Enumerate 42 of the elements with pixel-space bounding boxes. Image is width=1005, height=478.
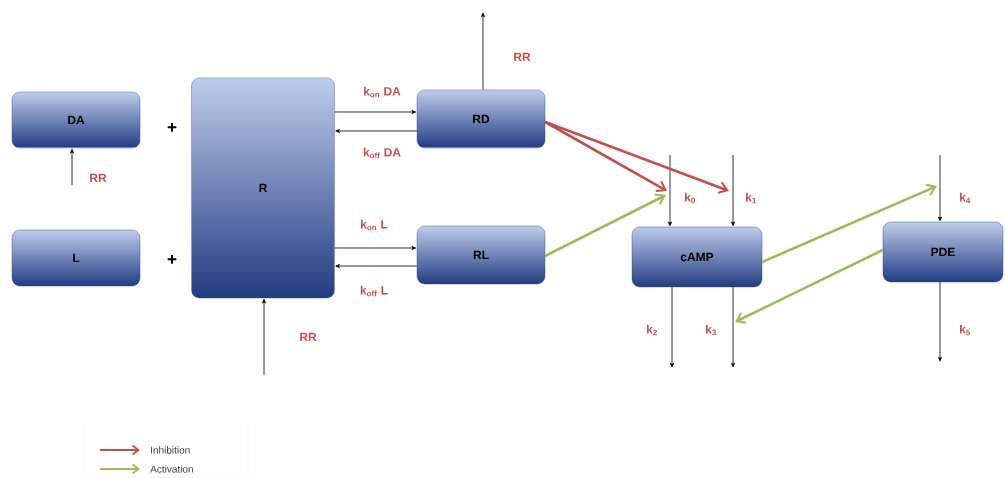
arrow <box>70 148 74 186</box>
arrow <box>938 281 942 362</box>
edge-label: k$_{on}$ L <box>361 219 388 231</box>
edge-label: k$_{on}$ DA <box>364 86 401 98</box>
process-box: L <box>11 229 141 287</box>
arrow <box>938 154 942 222</box>
arrow <box>731 154 735 227</box>
edge-label: k$_{5}$ <box>960 324 971 336</box>
inhibition-arrow <box>544 120 667 192</box>
arrow <box>731 286 735 368</box>
arrow <box>262 298 266 376</box>
process-box: RD <box>416 89 546 149</box>
plus-sign: + <box>167 254 177 264</box>
arrow <box>335 264 418 268</box>
edge-label: RR <box>300 332 317 342</box>
edge-label: k$_{2}$ <box>647 324 657 336</box>
arrow <box>668 154 672 227</box>
edge-label: RR <box>90 173 107 183</box>
process-box: R <box>191 77 335 299</box>
arrow <box>334 110 417 114</box>
process-box: PDE <box>882 221 1004 283</box>
legend-text: Inhibition <box>151 446 190 454</box>
arrow <box>334 246 417 250</box>
process-box: cAMP <box>631 226 763 288</box>
inhibition-arrow <box>544 193 666 258</box>
edge-label: k$_{4}$ <box>960 192 971 204</box>
legend-text: Activation <box>150 465 193 473</box>
edge-label: k$_{1}$ <box>746 192 757 204</box>
process-box: DA <box>11 91 141 149</box>
process-box: RL <box>416 225 546 285</box>
arrow <box>481 12 485 91</box>
edge-label: k$_{off}$ DA <box>363 147 401 159</box>
edge-label: k$_{off}$ L <box>360 285 388 297</box>
arrow <box>335 129 418 133</box>
inhibition-arrow <box>735 248 884 324</box>
edge-label: k$_{0}$ <box>685 192 695 204</box>
plus-sign: + <box>167 122 177 132</box>
arrow <box>670 286 674 368</box>
edge-label: k$_{3}$ <box>706 324 716 336</box>
edge-label: RR <box>514 52 531 62</box>
inhibition-arrow <box>544 120 729 194</box>
inhibition-arrow <box>761 183 937 264</box>
